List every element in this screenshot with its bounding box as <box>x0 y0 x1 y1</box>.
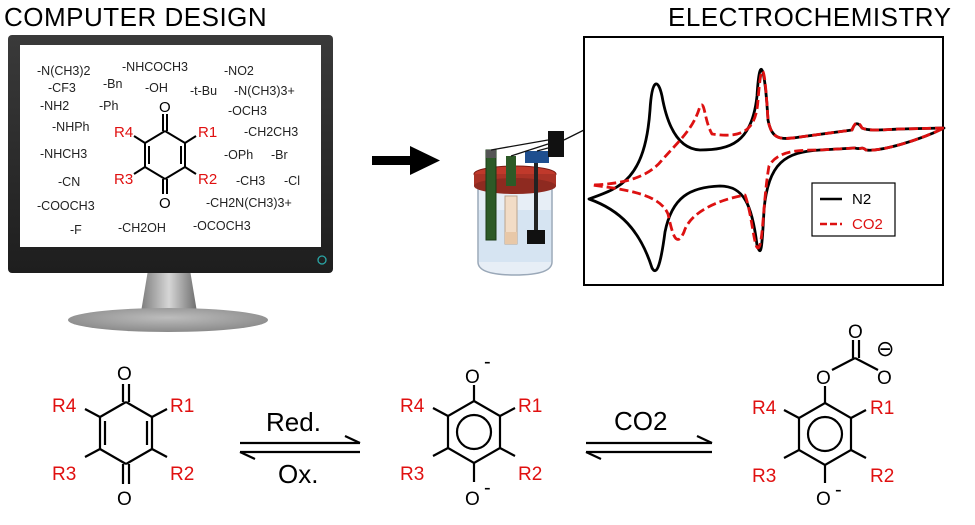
substituent: -N(CH3)3+ <box>234 84 295 98</box>
oxygen-label: O <box>117 489 132 510</box>
carbonate-adduct-structure: O O O ⊖ O - R1 R2 R3 R4 <box>752 322 894 510</box>
substituent: -NHCOCH3 <box>122 60 188 74</box>
substituent: -Ph <box>99 99 119 113</box>
desktop-monitor-icon <box>8 35 333 332</box>
redox-equilibrium-arrows: Red. Ox. <box>239 407 361 489</box>
monitor-quinone-structure <box>133 114 197 194</box>
substituent: -CH2N(CH3)3+ <box>206 196 292 210</box>
substituent: -Bn <box>103 77 123 91</box>
substituent: -NH2 <box>40 99 69 113</box>
anion-charge: - <box>484 477 491 499</box>
oxidation-label: Ox. <box>278 459 318 489</box>
substituent: -NHCH3 <box>40 147 87 161</box>
substituent: -F <box>70 223 82 237</box>
arrow-right-icon <box>372 146 440 175</box>
cv-trace-co2 <box>590 69 946 250</box>
substituent: -CH3 <box>236 174 265 188</box>
r-group-label: R1 <box>518 396 542 417</box>
oxygen-label: O <box>465 489 480 510</box>
cv-legend: N2 CO2 <box>811 182 896 237</box>
negative-charge-icon: ⊖ <box>876 336 894 361</box>
substituent: -Cl <box>284 174 300 188</box>
anion-charge: - <box>835 479 842 501</box>
oxygen-label: O <box>159 99 171 116</box>
oxygen-label: O <box>877 368 892 389</box>
oxygen-label: O <box>816 368 831 389</box>
substituent: -NHPh <box>52 120 90 134</box>
electrochemical-cell-icon <box>473 129 585 276</box>
power-icon <box>317 255 327 265</box>
reduction-label: Red. <box>266 407 321 437</box>
computer-design-title: COMPUTER DESIGN <box>4 2 268 32</box>
cv-plot: N2 CO2 <box>583 36 946 286</box>
r-group-label: R3 <box>752 466 776 487</box>
co2-label: CO2 <box>614 406 667 436</box>
oxygen-label: O <box>159 195 171 212</box>
hydroquinone-dianion-structure: O - O - R1 R2 R3 R4 <box>400 351 542 510</box>
r-group-label: R2 <box>170 464 194 485</box>
substituent: -OPh <box>224 148 253 162</box>
oxygen-label: O <box>465 367 480 388</box>
substituent: -Br <box>271 148 288 162</box>
substituent: -OCH3 <box>228 104 267 118</box>
substituent: -t-Bu <box>190 84 217 98</box>
r-group-label: R4 <box>114 124 133 141</box>
electrochemistry-title: ELECTROCHEMISTRY <box>668 2 952 32</box>
r-group-label: R3 <box>52 464 76 485</box>
legend-box <box>811 182 896 237</box>
substituent: -CH2CH3 <box>244 125 298 139</box>
r-group-label: R1 <box>198 124 217 141</box>
substituent: -OH <box>145 81 168 95</box>
oxygen-label: O <box>848 322 863 343</box>
oxygen-label: O <box>816 489 831 510</box>
co2-binding-equilibrium-arrows: CO2 <box>585 406 713 460</box>
r-group-label: R3 <box>114 171 133 188</box>
legend-label-n2: N2 <box>852 191 871 208</box>
cv-curves <box>587 67 946 273</box>
r-group-label: R4 <box>752 398 777 419</box>
substituent: -CH2OH <box>118 221 166 235</box>
r-group-label: R2 <box>518 464 542 485</box>
r-group-label: R1 <box>870 398 894 419</box>
r-group-label: R4 <box>400 396 425 417</box>
substituent: -CN <box>58 175 80 189</box>
substituent-list: -N(CH3)2 -NHCOCH3 -NO2 -CF3 -Bn -OH -t-B… <box>37 60 300 237</box>
r-group-label: R4 <box>52 396 77 417</box>
substituent: -COOCH3 <box>37 199 95 213</box>
substituent: -N(CH3)2 <box>37 64 91 78</box>
substituent: -OCOCH3 <box>193 219 251 233</box>
r-group-label: R2 <box>198 171 217 188</box>
cv-trace-n2 <box>587 67 946 273</box>
r-group-label: R1 <box>170 396 194 417</box>
substituent: -NO2 <box>224 64 254 78</box>
substituent: -CF3 <box>48 81 76 95</box>
r-group-label: R2 <box>870 466 894 487</box>
oxygen-label: O <box>117 364 132 385</box>
anion-charge: - <box>484 351 491 373</box>
quinone-structure: O O R1 R2 R3 R4 <box>52 364 194 510</box>
r-group-label: R3 <box>400 464 424 485</box>
legend-label-co2: CO2 <box>852 216 883 233</box>
